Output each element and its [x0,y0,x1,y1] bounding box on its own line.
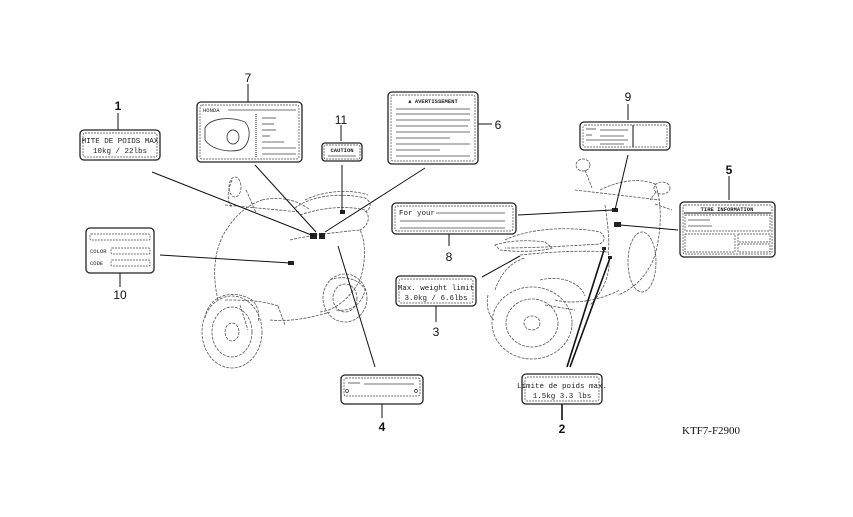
label-1-weight-limit-fr[interactable]: MITE DE POIDS MAX 10kg / 22lbs [79,129,161,161]
label-3-line2: 3.0kg / 6.6lbs [404,295,467,303]
label-2-weight-limit-fr[interactable]: Limite de poids max. 1.5kg 3.3 lbs [517,373,607,405]
label-9-info[interactable] [579,121,671,151]
label-2-line1: Limite de poids max. [517,383,607,391]
label-position-mark-10 [288,261,294,265]
callout-11: 11 [335,113,348,127]
label-position-mark-5 [614,222,621,227]
callout-7: 7 [245,71,252,85]
label-6-warning[interactable]: ▲ AVERTISSEMENT [387,91,479,165]
label-3-weight-limit[interactable]: Max. weight limit 3.0kg / 6.6lbs [395,275,477,307]
callout-1: 1 [115,99,122,113]
label-position-mark-11 [340,210,345,214]
label-1-line1: MITE DE POIDS MAX [82,138,159,146]
label-5-header: TIRE INFORMATION [701,206,754,213]
label-5-tire-information[interactable]: TIRE INFORMATION [679,201,776,258]
label-position-mark-2b [608,256,612,259]
drawing-code: KTF7-F2900 [682,425,741,437]
label-7-header: HONDA [203,107,220,114]
label-position-mark-7b [319,233,325,239]
label-8-line1: For your [399,210,435,218]
label-6-header: ▲ AVERTISSEMENT [408,98,458,105]
label-4-plate[interactable] [340,374,424,405]
label-position-mark-2a [602,247,606,250]
callout-9: 9 [625,90,632,104]
label-10-color: COLOR [90,248,107,255]
label-11-header: CAUTION [330,147,353,154]
label-3-line1: Max. weight limit [398,285,475,293]
callout-4: 4 [379,420,386,434]
callout-6: 6 [495,118,502,132]
label-10-code: CODE [90,260,104,267]
label-2-line2: 1.5kg 3.3 lbs [533,393,592,401]
label-1-line2: 10kg / 22lbs [93,148,147,156]
callout-5: 5 [726,163,733,177]
callout-2: 2 [559,422,566,436]
callout-8: 8 [446,250,453,264]
callout-10: 10 [113,288,127,302]
scooter-left-illustration [201,176,371,369]
label-11-caution[interactable]: CAUTION [321,142,363,162]
callout-3: 3 [433,325,440,339]
leader-lines [117,84,730,420]
label-7-honda-info[interactable]: HONDA [196,101,303,163]
label-10-color-code[interactable]: COLOR CODE [85,227,155,274]
label-8-for-your[interactable]: For your [391,202,517,235]
